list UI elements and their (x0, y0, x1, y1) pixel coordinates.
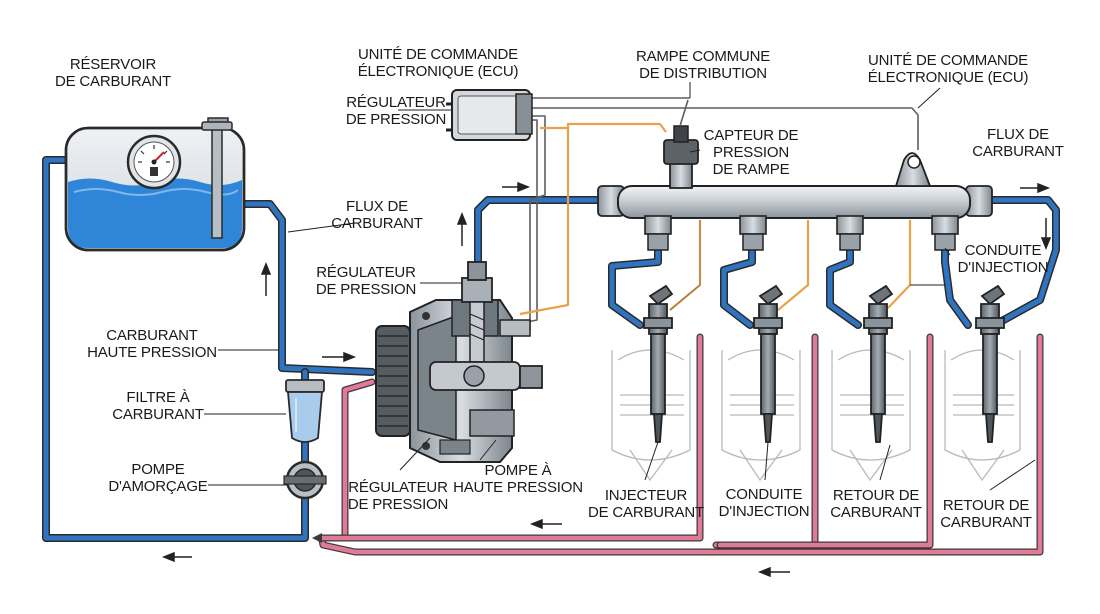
label-line: RETOUR DE (832, 487, 920, 504)
label-ecu-top: UNITÉ DE COMMANDE ÉLECTRONIQUE (ECU) (348, 46, 528, 80)
label-line: D'INJECTION (957, 259, 1049, 276)
label-pompe-hp: POMPE À HAUTE PRESSION (450, 462, 586, 496)
label-line: CARBURANT (972, 143, 1064, 160)
label-line: INJECTEUR (604, 487, 688, 504)
label-rampe-commune: RAMPE COMMUNE DE DISTRIBUTION (628, 48, 778, 82)
priming-pump (283, 460, 327, 500)
arrow-up-icon (456, 211, 468, 246)
label-capteur-pression: CAPTEUR DE PRESSION DE RAMPE (696, 127, 806, 178)
label-line: CARBURANT (112, 406, 204, 423)
label-line: RÉSERVOIR (69, 56, 157, 73)
label-line: FLUX DE (987, 126, 1049, 143)
label-line: PRESSION (713, 144, 789, 161)
label-line: DE PRESSION (315, 281, 417, 298)
label-line: CONDUITE (964, 242, 1042, 259)
label-line: D'AMORÇAGE (108, 478, 208, 495)
arrow-right-icon (502, 181, 531, 193)
fuel-filter (285, 379, 325, 443)
label-conduite-right: CONDUITE D'INJECTION (948, 242, 1058, 276)
ecu-unit (446, 89, 533, 141)
label-line: CARBURANT (940, 514, 1032, 531)
fuel-injectors (643, 284, 1006, 443)
label-line: ÉLECTRONIQUE (ECU) (357, 63, 519, 80)
arrow-left-icon (529, 518, 562, 530)
label-line: ÉLECTRONIQUE (ECU) (867, 69, 1029, 86)
label-line: CARBURANT (331, 215, 423, 232)
return-lines (312, 333, 1044, 556)
label-regulateur-bottom: RÉGULATEUR DE PRESSION (340, 479, 456, 513)
label-line: CAPTEUR DE (703, 127, 799, 144)
common-rail (597, 99, 993, 251)
label-conduite-bottom: CONDUITE D'INJECTION (708, 486, 820, 520)
label-line: DE RAMPE (712, 161, 790, 178)
label-haute-pression: CARBURANT HAUTE PRESSION (82, 327, 222, 361)
label-retour-1: RETOUR DE CARBURANT (824, 487, 928, 521)
label-line: UNITÉ DE COMMANDE (358, 46, 518, 63)
label-line: DE PRESSION (347, 496, 449, 513)
label-line: D'INJECTION (718, 503, 810, 520)
label-line: DE DISTRIBUTION (639, 65, 767, 82)
label-line: POMPE (131, 461, 185, 478)
label-flux-right: FLUX DE CARBURANT (966, 126, 1070, 160)
label-line: FLUX DE (346, 198, 408, 215)
label-line: RÉGULATEUR (316, 264, 416, 281)
label-line: FILTRE À (126, 389, 190, 406)
label-ecu-right: UNITÉ DE COMMANDE ÉLECTRONIQUE (ECU) (858, 52, 1038, 86)
label-line: CARBURANT (106, 327, 198, 344)
arrow-down-icon (1040, 218, 1052, 251)
arrow-up-icon (260, 261, 272, 296)
label-line: UNITÉ DE COMMANDE (868, 52, 1028, 69)
label-line: DE CARBURANT (55, 73, 171, 90)
label-injecteur: INJECTEUR DE CARBURANT (584, 487, 708, 521)
label-filtre: FILTRE À CARBURANT (108, 389, 208, 423)
high-pressure-pump (375, 261, 543, 463)
fuel-gauge-icon (126, 134, 182, 190)
label-regulateur-top: RÉGULATEUR DE PRESSION (338, 94, 454, 128)
label-regulateur-mid: RÉGULATEUR DE PRESSION (308, 264, 424, 298)
label-pompe-amorcage: POMPE D'AMORÇAGE (108, 461, 208, 495)
arrow-left-icon (757, 566, 790, 578)
label-line: RÉGULATEUR (348, 479, 448, 496)
label-line: DE CARBURANT (588, 504, 704, 521)
label-flux-mid: FLUX DE CARBURANT (324, 198, 430, 232)
label-line: HAUTE PRESSION (87, 344, 217, 361)
label-line: RÉGULATEUR (346, 94, 446, 111)
label-line: RAMPE COMMUNE (635, 48, 771, 65)
label-line: HAUTE PRESSION (453, 479, 583, 496)
arrow-right-icon (322, 351, 357, 363)
low-pressure-lines (42, 156, 1060, 542)
arrow-left-icon (161, 551, 192, 563)
label-reservoir: RÉSERVOIR DE CARBURANT (38, 56, 188, 90)
flow-arrows (161, 181, 1052, 578)
leader-lines (204, 82, 1036, 491)
label-line: CONDUITE (725, 486, 803, 503)
label-line: RETOUR DE (942, 497, 1030, 514)
label-line: POMPE À (484, 462, 552, 479)
arrow-right-icon (1020, 182, 1051, 194)
label-line: CARBURANT (830, 504, 922, 521)
label-line: DE PRESSION (345, 111, 447, 128)
label-retour-2: RETOUR DE CARBURANT (934, 497, 1038, 531)
